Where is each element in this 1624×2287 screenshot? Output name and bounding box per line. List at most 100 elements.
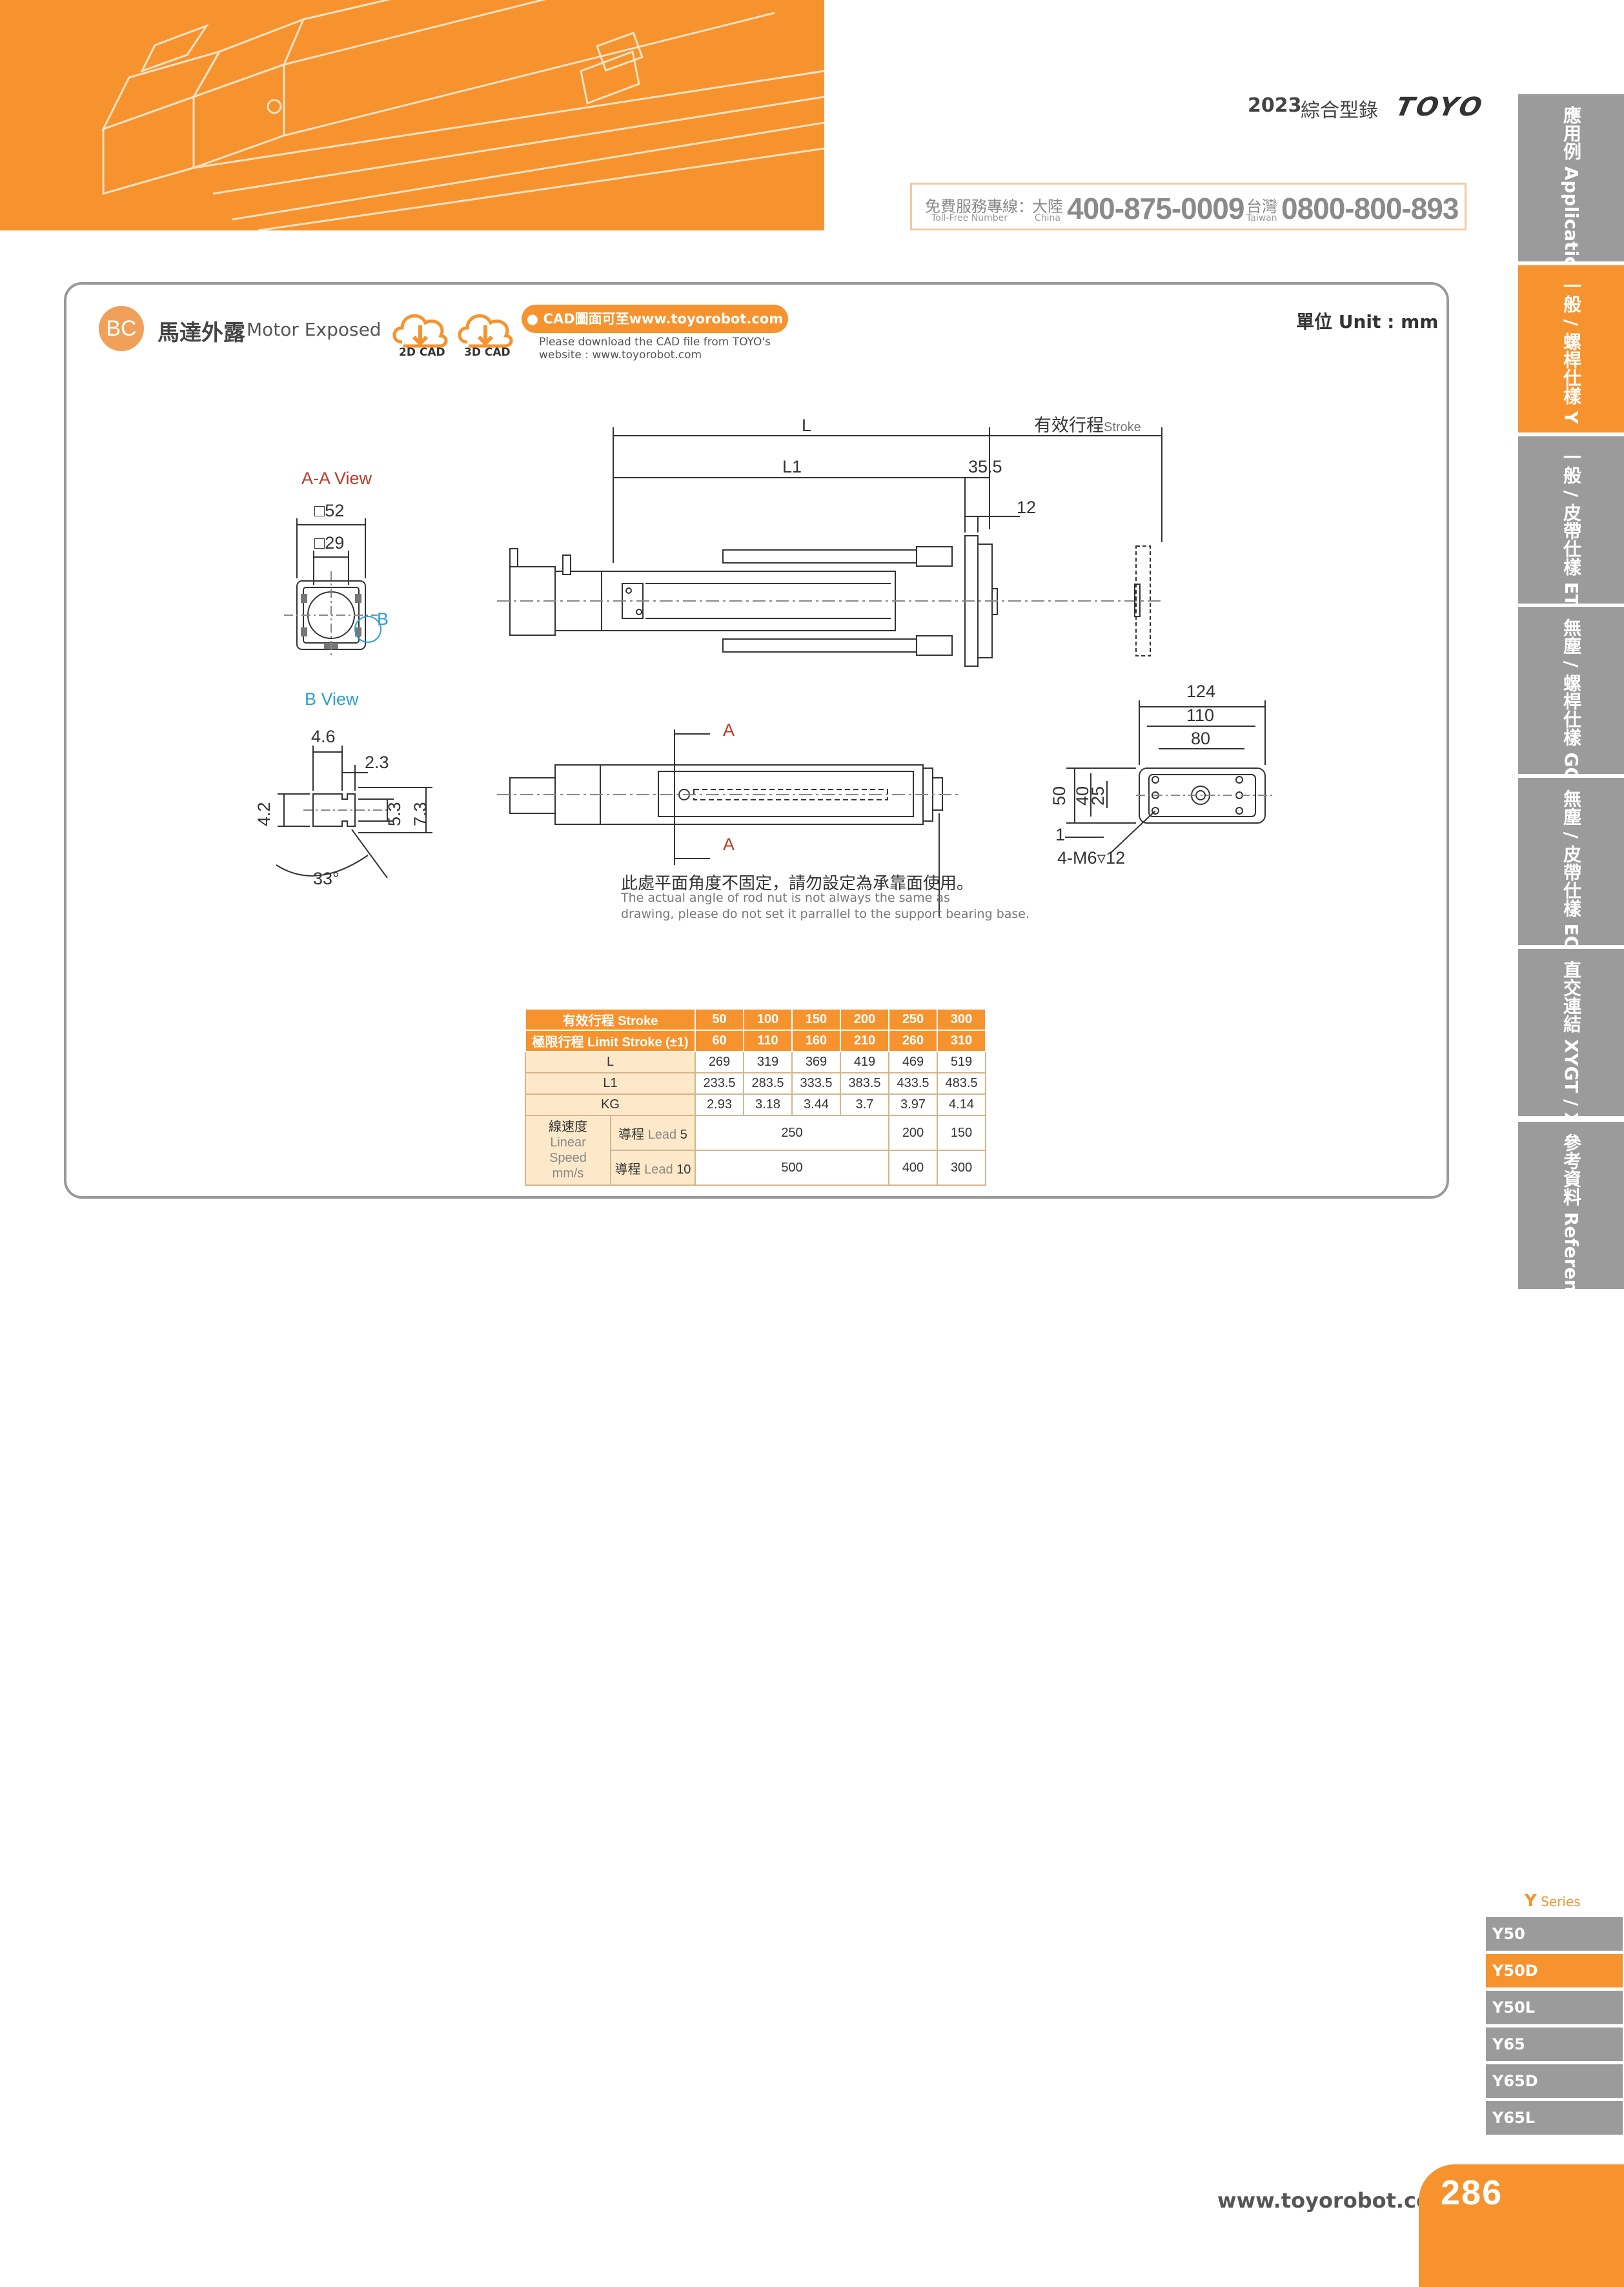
aa-view-label: A-A View bbox=[301, 469, 372, 488]
lead10-speed-cell: 500 bbox=[695, 1150, 889, 1186]
kg-label: KG bbox=[525, 1093, 696, 1116]
lead10-label: 導程 Lead 10 bbox=[610, 1150, 696, 1186]
side-tab-label: 一般 / 螺桿仕樣 Y bbox=[1561, 277, 1582, 424]
table-row-stroke: 有效行程 Stroke 50 100 150 200 250 300 bbox=[525, 1008, 986, 1031]
L1-cell: 383.5 bbox=[840, 1072, 889, 1095]
side-tab-clean-belt[interactable]: 無塵 / 皮帶仕樣 ECB bbox=[1518, 778, 1624, 963]
dim-12: 12 bbox=[1017, 498, 1036, 517]
dim-40: 40 bbox=[1073, 786, 1092, 806]
section-subtitle: Motor Exposed bbox=[247, 319, 381, 340]
series-item-y50l[interactable]: Y50L bbox=[1486, 1991, 1623, 2024]
taiwan-phone-number[interactable]: 0800-800-893 bbox=[1281, 192, 1459, 225]
dim-L1: L1 bbox=[782, 457, 802, 476]
L1-cell: 483.5 bbox=[937, 1072, 986, 1095]
lead10-speed-cell: 300 bbox=[937, 1150, 986, 1186]
b-view-detail bbox=[276, 746, 432, 879]
hero-banner-image bbox=[0, 0, 824, 230]
table-row-lead10: 導程 Lead 10 500 400 300 bbox=[525, 1150, 986, 1186]
lead5-speed-cell: 250 bbox=[695, 1115, 889, 1151]
cad-3d-download-icon[interactable] bbox=[454, 302, 516, 360]
side-tab-screw-y[interactable]: 一般 / 螺桿仕樣 Y bbox=[1518, 265, 1624, 432]
rod-nut-note-zh: 此處平面角度不固定，請勿設定為承靠面使用。 bbox=[621, 874, 974, 893]
series-item-y50d[interactable]: Y50D bbox=[1486, 1954, 1623, 1987]
lead10-speed-cell: 400 bbox=[888, 1150, 938, 1186]
section-a-marker-bottom: A bbox=[723, 835, 735, 854]
lead10-num: 10 bbox=[676, 1162, 691, 1177]
catalog-name: 綜合型錄 bbox=[1301, 99, 1378, 122]
series-item-y65d[interactable]: Y65D bbox=[1486, 2064, 1623, 2098]
kg-cell: 4.14 bbox=[937, 1093, 986, 1116]
cad-2d-label: 2D CAD bbox=[399, 346, 445, 359]
lead10-zh: 導程 bbox=[614, 1162, 641, 1177]
unit-label: 單位 Unit : mm bbox=[1296, 311, 1439, 332]
dim-1: 1 bbox=[1055, 825, 1065, 844]
hotline-label-en: Toll-Free Number bbox=[931, 213, 1008, 223]
L-cell: 269 bbox=[695, 1051, 744, 1073]
series-word: Series bbox=[1541, 1894, 1581, 1909]
section-a-marker-top: A bbox=[723, 720, 735, 740]
spec-panel bbox=[64, 282, 1449, 1199]
hotline-box: 免費服務專線： Toll-Free Number 大陸 China 400-87… bbox=[910, 183, 1467, 230]
hotline-label: 免費服務專線： bbox=[925, 198, 1033, 216]
table-row-L1: L1 233.5 283.5 333.5 383.5 433.5 483.5 bbox=[525, 1072, 986, 1095]
cad-3d-label: 3D CAD bbox=[464, 346, 511, 359]
technical-drawing: A-A View □52 □29 B B View 4.6 2.3 4.2 5.… bbox=[254, 416, 1275, 917]
brand-logo: TOYO bbox=[1393, 92, 1487, 122]
website-link[interactable]: www.toyorobot.com bbox=[1217, 2188, 1452, 2213]
linear-speed-en2: Speed bbox=[549, 1151, 587, 1165]
dim-35-5: 35.5 bbox=[968, 457, 1002, 476]
aa-view-section bbox=[284, 518, 378, 658]
linear-speed-zh: 線速度 bbox=[549, 1120, 587, 1134]
series-title: Y Series bbox=[1525, 1891, 1581, 1911]
limit-cell: 260 bbox=[888, 1030, 938, 1052]
kg-cell: 3.44 bbox=[791, 1093, 841, 1116]
rod-nut-note-en-line1: The actual angle of rod nut is not alway… bbox=[621, 891, 950, 905]
series-item-y65[interactable]: Y65 bbox=[1486, 2028, 1623, 2061]
side-tab-xy-combination[interactable]: 直交連結 XYGT / XYTH / XYTB bbox=[1518, 949, 1624, 1239]
stroke-cell: 150 bbox=[791, 1008, 841, 1031]
series-letter: Y bbox=[1525, 1891, 1537, 1911]
china-label-en: China bbox=[1035, 213, 1061, 223]
L1-cell: 433.5 bbox=[888, 1072, 938, 1095]
dim-5-3: 5.3 bbox=[385, 802, 404, 826]
side-tab-label: 應用例 Application bbox=[1561, 106, 1582, 282]
lead10-en: Lead bbox=[644, 1162, 673, 1177]
lead5-speed-cell: 150 bbox=[937, 1115, 986, 1151]
series-item-y50[interactable]: Y50 bbox=[1486, 1917, 1623, 1951]
table-row-L: L 269 319 369 419 469 519 bbox=[525, 1051, 986, 1073]
lead5-zh: 導程 bbox=[618, 1127, 645, 1142]
actuator-side-view bbox=[497, 729, 962, 917]
L-cell: 419 bbox=[840, 1051, 889, 1073]
stroke-header: 有效行程 Stroke bbox=[525, 1008, 696, 1031]
limit-cell: 60 bbox=[695, 1030, 744, 1052]
stroke-cell: 300 bbox=[937, 1008, 986, 1031]
dim-124: 124 bbox=[1186, 682, 1215, 701]
L1-cell: 333.5 bbox=[791, 1072, 841, 1095]
L-label: L bbox=[525, 1051, 696, 1073]
kg-cell: 2.93 bbox=[695, 1093, 744, 1116]
dim-sq29: □29 bbox=[314, 533, 344, 553]
side-tab-clean-screw[interactable]: 無塵 / 螺桿仕樣 GCH / ECH bbox=[1518, 607, 1624, 855]
side-tab-belt-etb[interactable]: 一般 / 皮帶仕樣 ETB / M bbox=[1518, 436, 1624, 658]
dim-stroke-en: Stroke bbox=[1104, 420, 1141, 434]
china-phone-number[interactable]: 400-875-0009 bbox=[1067, 192, 1244, 225]
actuator-end-view bbox=[1065, 700, 1275, 854]
L-cell: 319 bbox=[743, 1051, 793, 1073]
stroke-cell: 100 bbox=[743, 1008, 793, 1031]
cad-download-link[interactable]: ● CAD圖面可至www.toyorobot.com下載 ● bbox=[522, 305, 788, 355]
side-tab-application[interactable]: 應用例 Application bbox=[1518, 94, 1624, 281]
limit-cell: 110 bbox=[743, 1030, 793, 1052]
kg-cell: 3.7 bbox=[840, 1093, 889, 1116]
series-item-y65l[interactable]: Y65L bbox=[1486, 2101, 1623, 2135]
limit-cell: 310 bbox=[937, 1030, 986, 1052]
dim-50: 50 bbox=[1050, 786, 1069, 806]
dim-110: 110 bbox=[1186, 706, 1214, 725]
page-number-tab bbox=[1419, 2164, 1624, 2287]
dim-7-3: 7.3 bbox=[411, 802, 430, 826]
catalog-year: 2023 bbox=[1248, 94, 1302, 117]
cad-2d-download-icon[interactable] bbox=[389, 302, 451, 360]
dim-angle-33: 33° bbox=[313, 869, 340, 888]
dim-L: L bbox=[802, 416, 811, 435]
side-tab-reference[interactable]: 參考資料 Reference bbox=[1518, 1122, 1624, 1316]
L1-cell: 233.5 bbox=[695, 1072, 744, 1095]
